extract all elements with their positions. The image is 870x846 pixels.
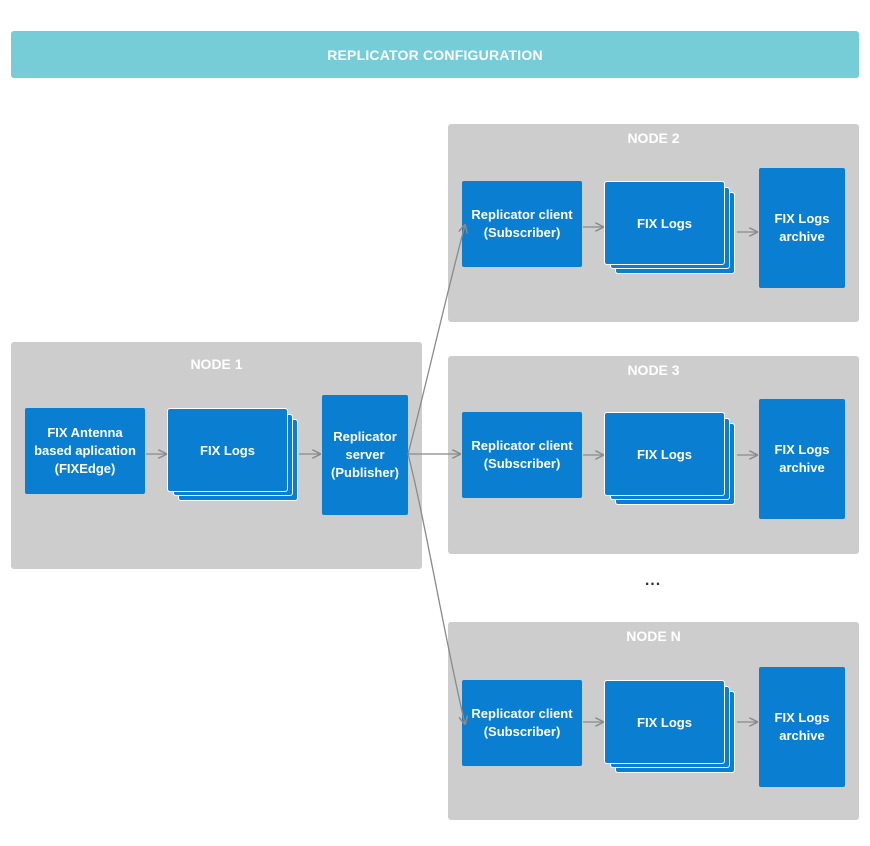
node-n-fix-logs-archive-box: FIX Logs archive <box>759 667 845 787</box>
node-n-title: NODE N <box>626 628 681 644</box>
node-n-fix-logs-box: FIX Logs <box>604 680 725 764</box>
node-1-fix-logs-box: FIX Logs <box>167 408 288 492</box>
node-3-replicator-client-box: Replicator client (Subscriber) <box>462 412 582 498</box>
node-2-replicator-client-box: Replicator client (Subscriber) <box>462 181 582 267</box>
node-1-title: NODE 1 <box>190 356 243 372</box>
replicator-configuration-banner: REPLICATOR CONFIGURATION <box>11 31 859 78</box>
node-3-fix-logs-archive-box: FIX Logs archive <box>759 399 845 519</box>
node-2-title: NODE 2 <box>627 130 680 146</box>
node-2-fix-logs-box: FIX Logs <box>604 181 725 265</box>
fix-antenna-application-box: FIX Antenna based aplication (FIXEdge) <box>25 408 145 494</box>
replicator-server-box: Replicator server (Publisher) <box>322 395 408 515</box>
node-n-replicator-client-box: Replicator client (Subscriber) <box>462 680 582 766</box>
node-3-title: NODE 3 <box>627 362 680 378</box>
node-2-fix-logs-archive-box: FIX Logs archive <box>759 168 845 288</box>
more-nodes-ellipsis: ... <box>644 572 662 589</box>
node-3-fix-logs-box: FIX Logs <box>604 412 725 496</box>
